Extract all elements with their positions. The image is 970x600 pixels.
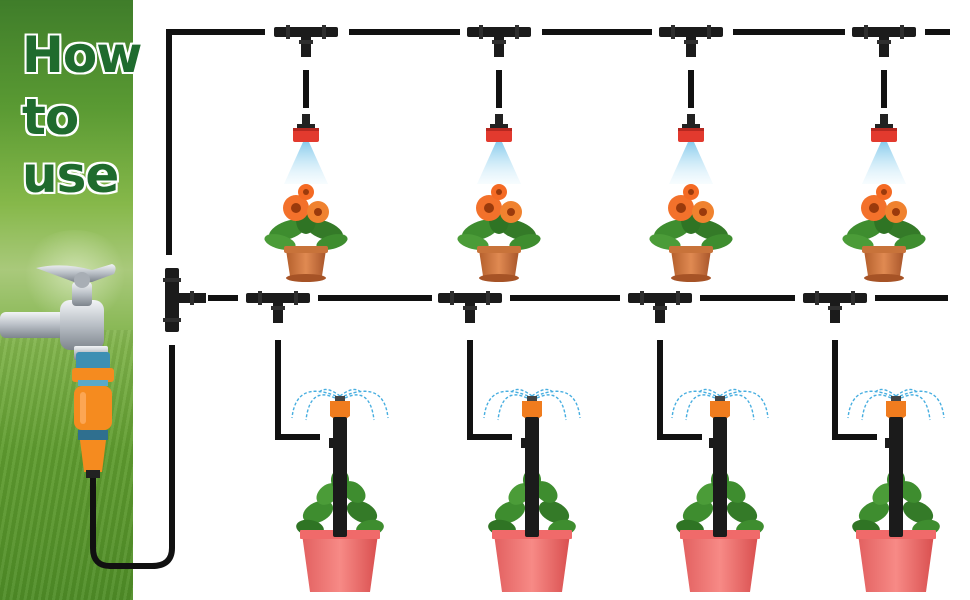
tee-fitting-icon <box>467 25 531 57</box>
flower-pot-icon <box>647 184 735 282</box>
tee-fitting-icon <box>803 291 867 323</box>
tee-fitting-icon <box>163 268 206 332</box>
flower-pot-icon <box>840 184 928 282</box>
flower-pot-icon <box>455 184 543 282</box>
mist-nozzle-icon <box>477 114 521 184</box>
garden-background-panel <box>0 0 133 600</box>
tubing-network <box>90 29 950 569</box>
tee-fitting-icon <box>628 291 692 323</box>
tee-fitting-icon <box>246 291 310 323</box>
tee-fitting-icon <box>274 25 338 57</box>
tee-fitting-icon <box>852 25 916 57</box>
flower-pot-icon <box>262 184 350 282</box>
title-line-how: How <box>22 26 142 84</box>
title-line-use: use <box>22 146 119 204</box>
faucet-icon <box>0 264 116 360</box>
tee-fitting-icon <box>659 25 723 57</box>
hose-connector-icon <box>72 352 114 478</box>
title-line-to: to <box>22 88 79 146</box>
mist-nozzle-icon <box>862 114 906 184</box>
mist-nozzle-icon <box>284 114 328 184</box>
tee-fitting-icon <box>438 291 502 323</box>
mist-nozzle-icon <box>669 114 713 184</box>
